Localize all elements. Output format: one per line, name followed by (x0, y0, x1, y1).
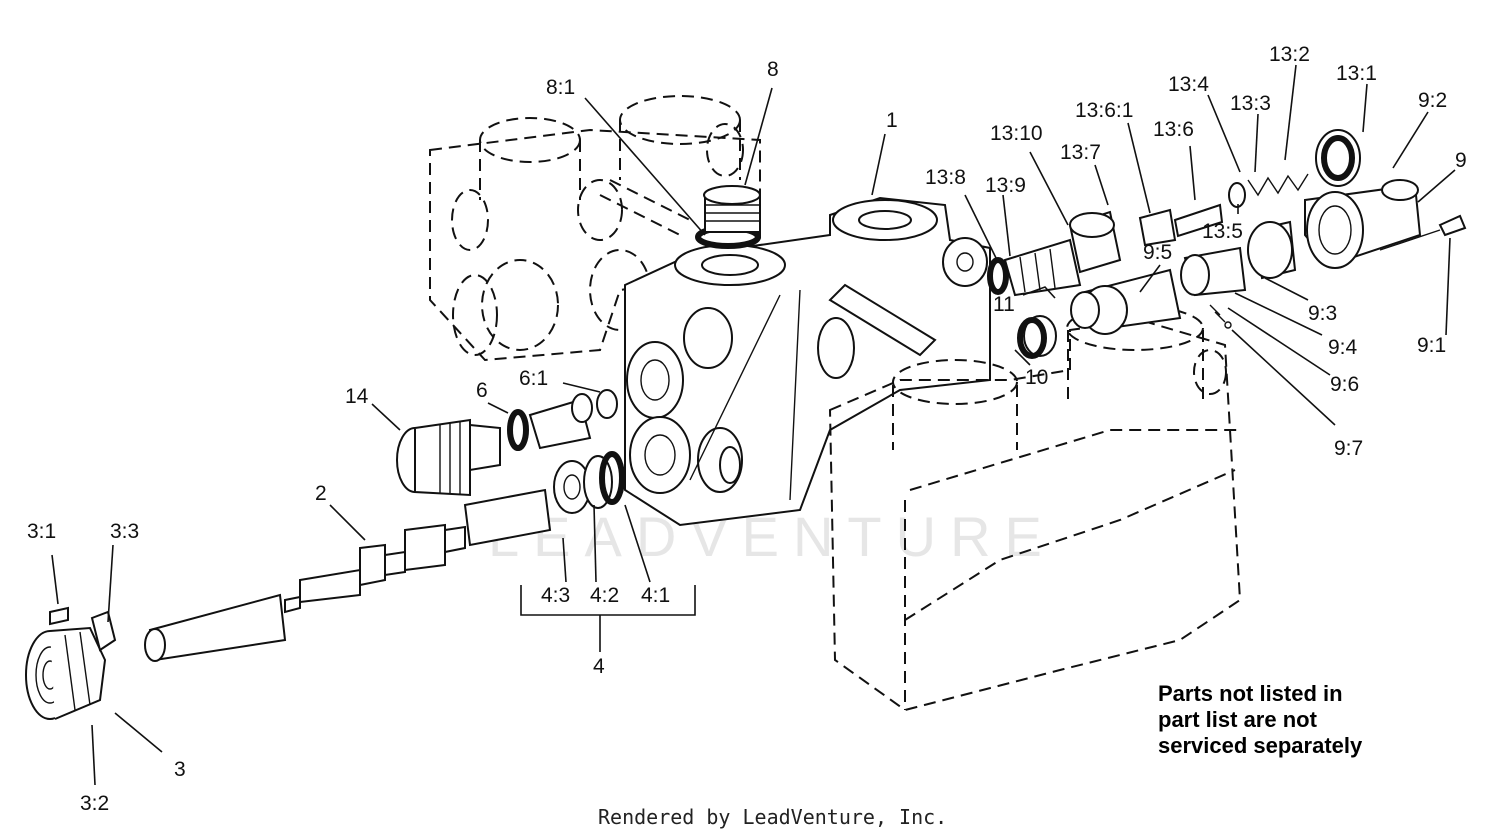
label-6-1: 6:1 (519, 367, 548, 390)
seal-stack-4 (553, 451, 625, 514)
label-14: 14 (345, 385, 369, 408)
label-13-3: 13:3 (1230, 92, 1271, 115)
label-2: 2 (315, 482, 327, 505)
leader-lines (51, 64, 1456, 786)
label-13-5: 13:5 (1202, 220, 1243, 243)
label-13-7: 13:7 (1060, 141, 1101, 164)
label-13-10: 13:10 (990, 122, 1043, 145)
label-3-3: 3:3 (110, 520, 139, 543)
label-9-2: 9:2 (1418, 89, 1447, 112)
label-3-2: 3:2 (80, 792, 109, 815)
label-13-1: 13:1 (1336, 62, 1377, 85)
valve-body (624, 196, 991, 527)
plug-8 (695, 185, 761, 249)
label-13-6-1: 13:6:1 (1075, 99, 1133, 122)
label-9-6: 9:6 (1330, 373, 1359, 396)
label-4-3: 4:3 (541, 584, 570, 607)
plug-14 (396, 418, 501, 497)
relief-valve-9 (1082, 179, 1467, 335)
label-6: 6 (476, 379, 488, 402)
label-13-2: 13:2 (1269, 43, 1310, 66)
seals-10-11 (1017, 291, 1100, 359)
label-1: 1 (886, 109, 898, 132)
label-3: 3 (174, 758, 186, 781)
label-8: 8 (767, 58, 779, 81)
label-9-7: 9:7 (1334, 437, 1363, 460)
label-10: 10 (1025, 366, 1048, 389)
watermark: LEADVENTURE (488, 505, 1056, 568)
label-4-2: 4:2 (590, 584, 619, 607)
label-8-1: 8:1 (546, 76, 575, 99)
label-4-1: 4:1 (641, 584, 670, 607)
front-manifold-phantom (828, 305, 1242, 712)
label-9-1: 9:1 (1417, 334, 1446, 357)
note-line-2: part list are not (1158, 707, 1318, 732)
label-9: 9 (1455, 149, 1467, 172)
label-9-5: 9:5 (1143, 241, 1172, 264)
spool-6 (507, 389, 618, 451)
label-9-3: 9:3 (1308, 302, 1337, 325)
service-note: Parts not listed in part list are not se… (1158, 681, 1363, 758)
relief-valve-13 (987, 129, 1361, 297)
note-line-3: serviced separately (1158, 733, 1363, 758)
label-4: 4 (593, 655, 605, 678)
shaft-2 (144, 488, 552, 662)
label-13-8: 13:8 (925, 166, 966, 189)
label-13-6: 13:6 (1153, 118, 1194, 141)
footer-credit: Rendered by LeadVenture, Inc. (598, 805, 947, 829)
label-3-1: 3:1 (27, 520, 56, 543)
label-13-4: 13:4 (1168, 73, 1209, 96)
label-13-9: 13:9 (985, 174, 1026, 197)
rear-manifold-phantom (429, 95, 761, 362)
knob-3 (25, 606, 117, 720)
note-line-1: Parts not listed in (1158, 681, 1343, 706)
label-9-4: 9:4 (1328, 336, 1358, 359)
label-11: 11 (993, 293, 1015, 316)
part-labels: 1 8 8:1 13:8 13:9 13:10 13:7 13:6:1 13:6… (27, 43, 1467, 815)
